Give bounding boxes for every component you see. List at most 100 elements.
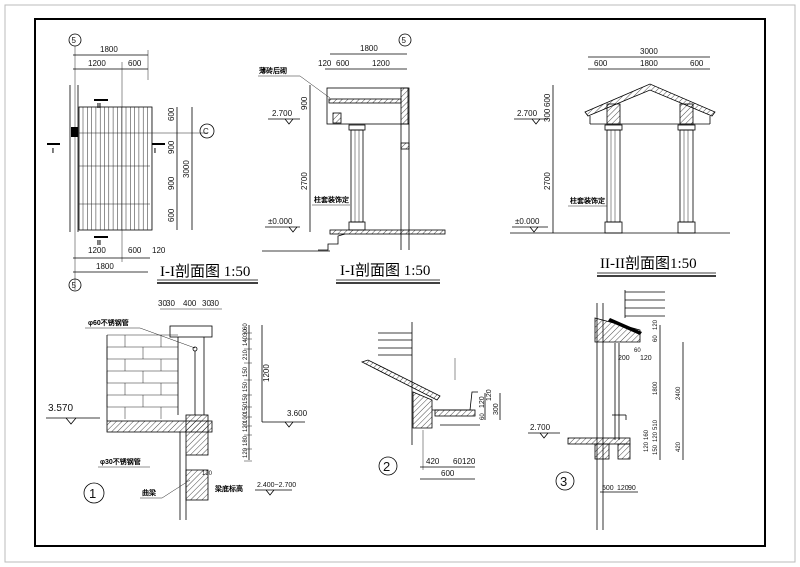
dim-bottom-total: 1800 [96, 262, 114, 271]
dim-bottom-total: 600 [441, 469, 455, 478]
dim-b: 1800 [640, 59, 658, 68]
plan-title: I-I剖面图 1:50 [160, 263, 250, 280]
edge-beam [185, 414, 209, 456]
dim-right-total: 3000 [182, 160, 191, 178]
dim-bottom-c: 120 [152, 246, 166, 255]
dim-bottom-1: 120 [617, 485, 629, 492]
dim-v1: 600 [543, 93, 552, 107]
dim-top-4: 30 [210, 299, 219, 308]
dim-top-total: 1800 [100, 45, 118, 54]
detail-2-number: 2 [383, 459, 390, 474]
dim-right-6: 150 [243, 393, 249, 404]
dim-right-3: 210 [243, 349, 249, 360]
dim-top-1: 30 [166, 299, 175, 308]
dim-a: 600 [594, 59, 608, 68]
section-mark-i-right: I [154, 148, 156, 155]
dim-right-9: 420 [676, 441, 682, 452]
column-right [679, 129, 694, 223]
dim-right-5: 150 [243, 381, 249, 392]
dim-right-8: 100 [243, 412, 249, 423]
dim-top-b: 600 [128, 59, 142, 68]
detail-2: 420 60 120 600 120 300 120 60 2 [360, 322, 501, 480]
detail-1-bubble [83, 482, 105, 504]
dim-right-2: 900 [167, 140, 176, 154]
dim-bottom-2: 120 [462, 457, 476, 466]
deck-plan [78, 106, 153, 231]
dim-bottom-2: 90 [628, 485, 636, 492]
beam-label: 曲梁 [142, 488, 157, 497]
axis-bubble-bottom [68, 278, 82, 292]
dim-top-2: 400 [183, 299, 197, 308]
floor-slab [106, 420, 213, 433]
dim-right-7: 120 [644, 441, 650, 452]
dim-small-1: 60 [634, 348, 641, 354]
dim-right-3: 2400 [676, 386, 682, 400]
column [350, 129, 364, 223]
axis-label-top: 5 [72, 36, 77, 45]
dim-total: 3000 [640, 47, 658, 56]
dim-v3: 2700 [543, 172, 552, 190]
column-marker [71, 127, 78, 137]
dim-top-3: 30 [202, 299, 211, 308]
beam-bottom-value: 2.400~2.700 [257, 482, 296, 489]
dim-right-0: 60 [243, 323, 249, 330]
dim-right-10: 180 [243, 435, 249, 446]
dim-right-11: 120 [243, 447, 249, 458]
axis-label-bottom: 5 [72, 281, 77, 290]
section-mark-ii-bottom: II [97, 240, 101, 247]
dim-small-0: 200 [618, 355, 630, 362]
column-left [606, 129, 621, 223]
dim-right-6: 150 [653, 444, 659, 455]
level-top: 2.700 [517, 109, 538, 118]
dim-bottom-0: 420 [426, 457, 440, 466]
outer-border [4, 4, 796, 563]
dim-right-2: 1800 [653, 381, 659, 395]
dim-total: 1200 [262, 364, 271, 382]
dim-bottom-0: 500 [602, 485, 614, 492]
dim-v2: 2700 [300, 172, 309, 190]
dim-small-2: 120 [640, 355, 652, 362]
level-left: 3.570 [48, 403, 73, 414]
detail-2-bubble [378, 456, 398, 476]
note-wall: 薄砖后砌 [259, 66, 287, 75]
dim-right-1: 30 [243, 329, 249, 336]
dim-c: 600 [690, 59, 704, 68]
dim-bottom-b: 600 [128, 246, 142, 255]
section-ii-title: II-II剖面图1:50 [600, 255, 697, 272]
ground-slab [329, 229, 446, 235]
note-column: 柱套装饰定 [570, 196, 605, 205]
dim-right-9: 120 [243, 421, 249, 432]
pipe-30-label: φ30不锈钢管 [100, 457, 141, 466]
coping [169, 325, 213, 338]
dim-bottom-1: 60 [453, 457, 462, 466]
level-ground: ±0.000 [268, 217, 293, 226]
section-ii-view: 3000 600 1800 600 600 300 2700 2.700 ±0.… [510, 47, 730, 277]
dim-right-4: 600 [167, 208, 176, 222]
detail-3-bubble [555, 471, 575, 491]
dim-right-7: 150 [243, 403, 249, 414]
axis-bubble-c [199, 123, 215, 139]
detail-1-number: 1 [89, 486, 96, 501]
detail-3-number: 3 [560, 474, 567, 489]
dim-right-3: 900 [167, 176, 176, 190]
small-dim: 120 [202, 471, 213, 477]
note-column: 柱套装饰定 [314, 195, 349, 204]
dim-top-a: 1200 [88, 59, 106, 68]
section-mark-i-left: I [52, 148, 54, 155]
section-i-title: I-I剖面图 1:50 [340, 262, 430, 279]
dim-right-4: 510 [653, 419, 659, 430]
dim-right-5: 120 [653, 431, 659, 442]
dim-right-3: 60 [480, 413, 486, 420]
dim-right-1: 600 [167, 107, 176, 121]
dim-b: 600 [336, 59, 350, 68]
floor-slab [567, 437, 631, 445]
axis-label: 5 [402, 36, 407, 45]
level-top: 2.700 [272, 109, 293, 118]
dim-right-1: 300 [493, 403, 500, 415]
pipe-60-label: φ60不锈钢管 [88, 318, 129, 327]
dim-top-0: 30 [158, 299, 167, 308]
detail-1: 30 30 400 30 30 φ60不锈钢管 3.570 3.600 1200… [46, 299, 308, 520]
dim-right-1: 60 [653, 335, 659, 342]
